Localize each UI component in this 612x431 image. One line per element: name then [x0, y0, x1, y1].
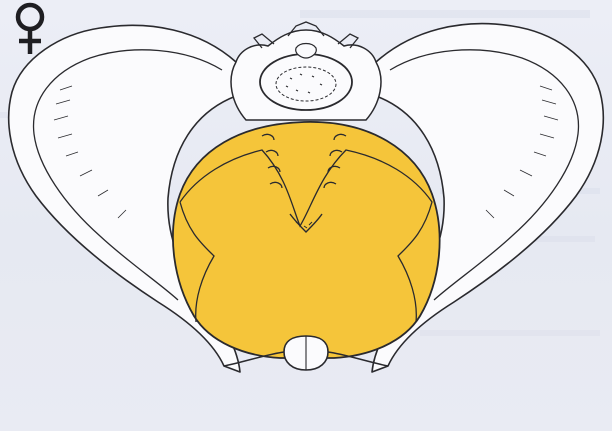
vertebral-body [260, 54, 352, 110]
pelvic-inlet [173, 122, 440, 358]
female-symbol-icon [0, 0, 60, 56]
vertebral-canal [296, 44, 317, 59]
